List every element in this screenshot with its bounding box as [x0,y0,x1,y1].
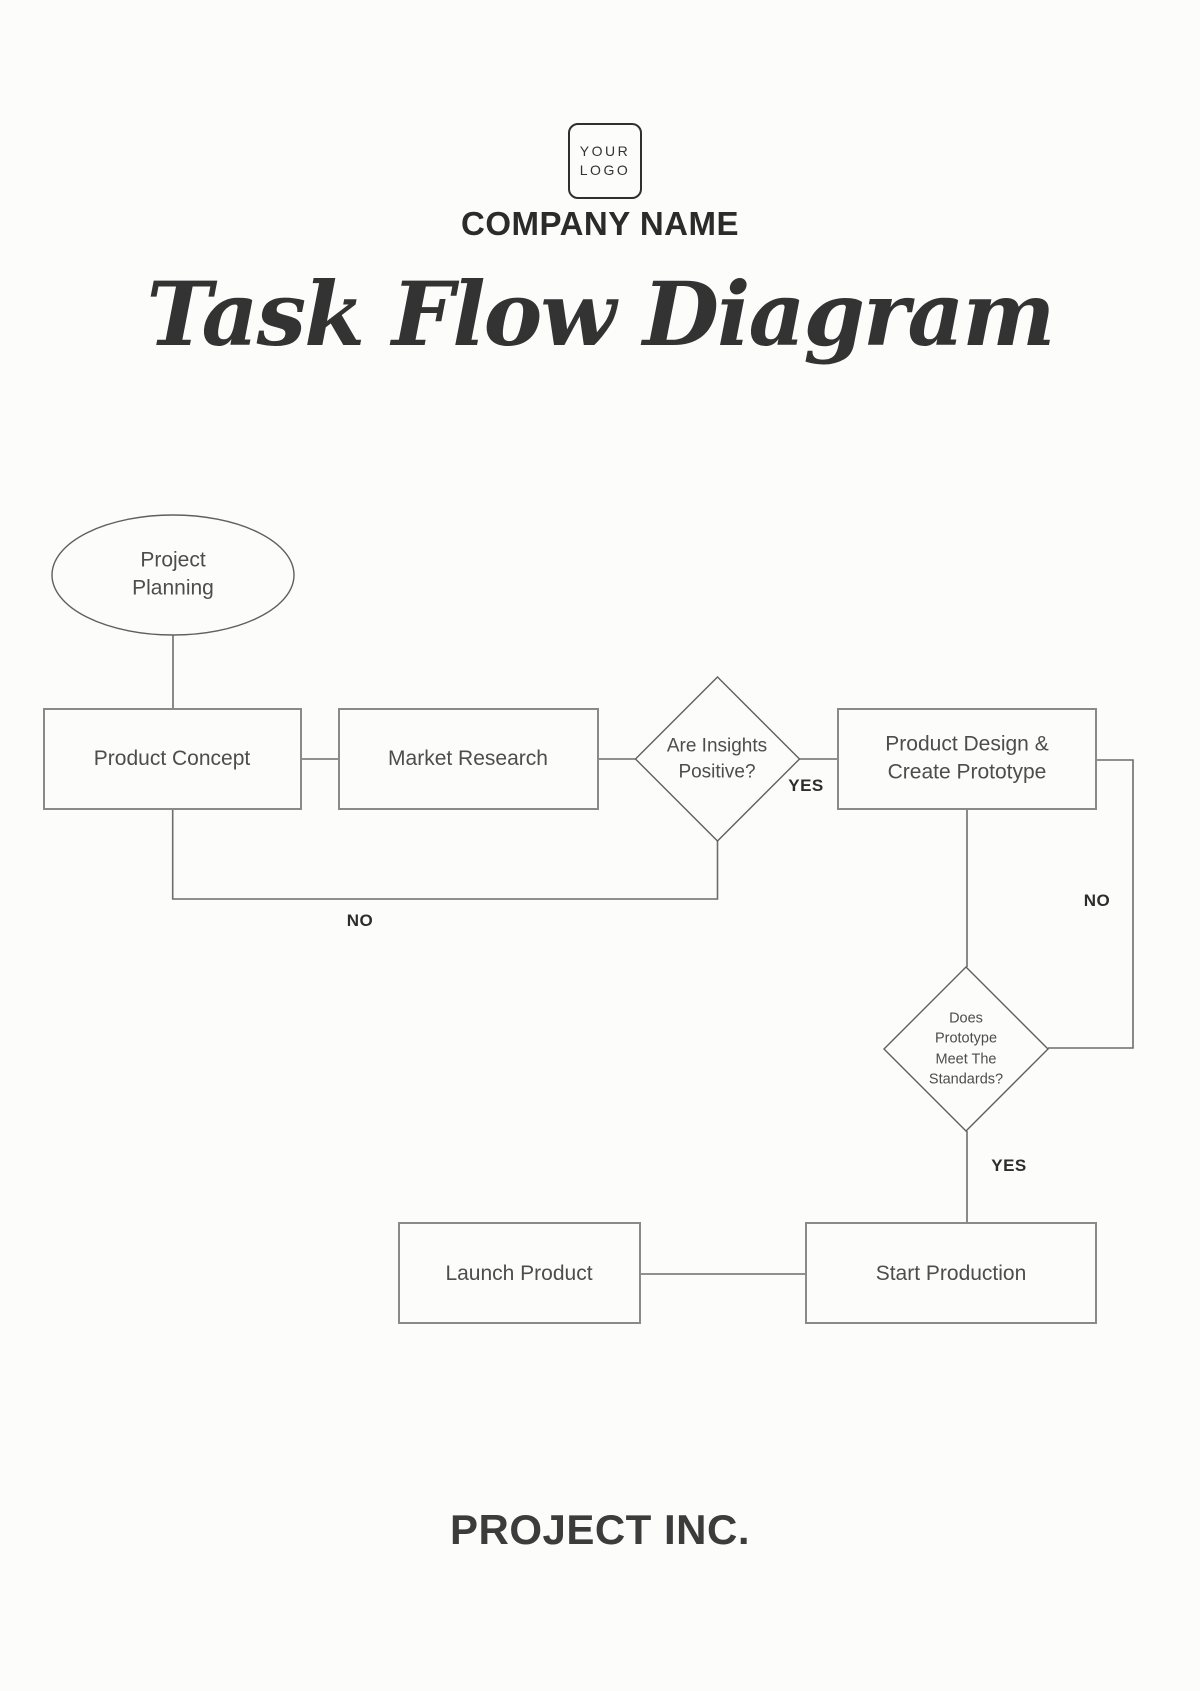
edge-label-standards-no: NO [1083,891,1111,910]
node-label-standards-decision: Does Prototype Meet The Standards? [928,1010,1004,1088]
edge-insights-no-to-concept [171,809,719,900]
node-project-planning-ellipse [51,514,295,636]
logo-text-line1: YOUR [579,143,631,159]
edge-label-standards-yes: YES [991,1156,1027,1175]
node-label-start-production: Start Production [875,1261,1027,1285]
edge-label-insights-yes: YES [788,776,824,795]
node-label-market-research: Market Research [388,746,548,770]
node-standards-decision-diamond [883,966,1049,1132]
node-launch-product-box [398,1222,641,1324]
company-name: COMPANY NAME [461,205,739,242]
node-label-project-planning: Project Planning [132,548,214,600]
edge-standards-no-to-design [1048,759,1134,1049]
node-label-launch-product: Launch Product [445,1261,593,1285]
node-market-research-box [338,708,599,810]
page-title: Task Flow Diagram [146,262,1055,366]
footer-company-name: PROJECT INC. [449,1506,751,1553]
node-label-insights-decision: Are Insights Positive? [666,735,768,782]
node-label-product-design: Product Design & Create Prototype [885,732,1049,784]
node-insights-decision-diamond [634,676,801,842]
node-start-production-box [805,1222,1097,1324]
logo-placeholder-box: YOUR LOGO [568,123,642,199]
node-product-concept-box [43,708,302,810]
node-label-product-concept: Product Concept [93,746,251,770]
logo-text-line2: LOGO [579,161,631,178]
edge-label-insights-no: NO [346,911,374,930]
node-product-design-box [837,708,1097,810]
